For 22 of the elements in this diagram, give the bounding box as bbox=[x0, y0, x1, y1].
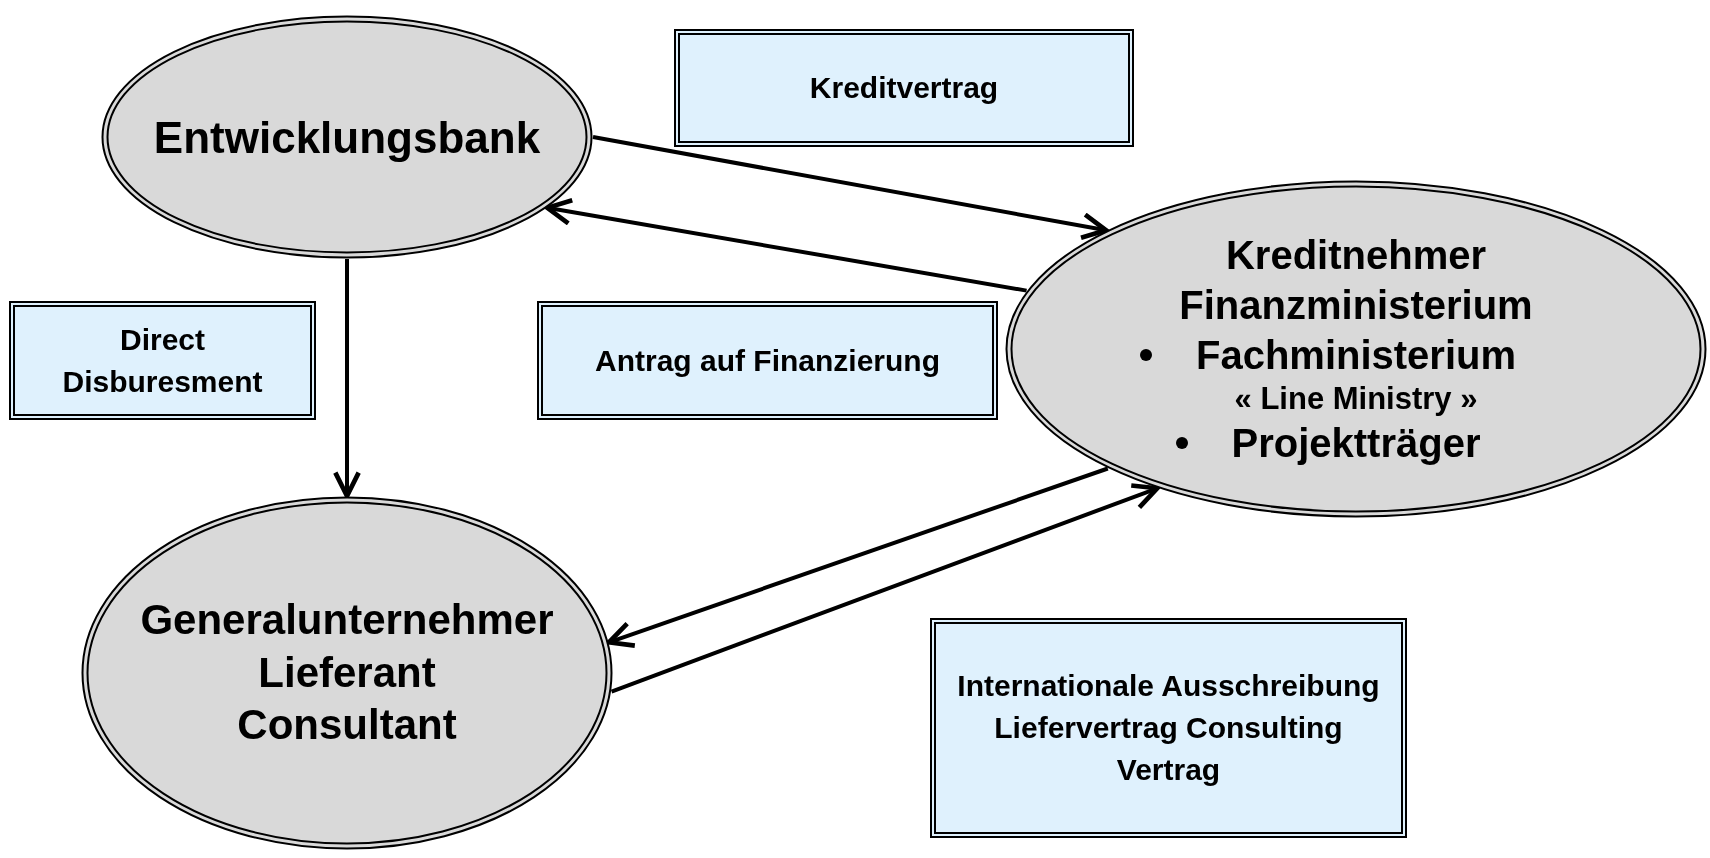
node-label: Consultant bbox=[237, 700, 457, 751]
node-label: Entwicklungsbank bbox=[153, 111, 541, 164]
box-label: Kreditvertrag bbox=[809, 70, 999, 106]
box-label: Direct Disburesment bbox=[61, 321, 264, 400]
box-label: Antrag auf Finanzierung bbox=[595, 342, 940, 379]
text-box bbox=[9, 301, 316, 420]
text-box bbox=[674, 29, 1134, 147]
node-label: « Line Ministry » bbox=[1234, 379, 1478, 418]
node-label: Finanzministerium bbox=[1179, 281, 1533, 329]
arrow bbox=[544, 198, 1027, 293]
node-label: Lieferant bbox=[258, 647, 436, 698]
arrow bbox=[333, 259, 361, 499]
text-box bbox=[537, 301, 998, 420]
arrow bbox=[606, 466, 1109, 648]
bullet-item: Fachministerium bbox=[1195, 331, 1517, 379]
arrow bbox=[610, 483, 1160, 694]
node-label: Kreditnehmer bbox=[1225, 231, 1487, 279]
arrow bbox=[592, 135, 1109, 240]
node-label: Generalunternehmer bbox=[140, 595, 554, 646]
text-box bbox=[930, 618, 1407, 838]
bullet-item: Projektträger bbox=[1231, 420, 1481, 468]
box-label: Internationale Ausschreibung Liefervertrag Consulting Vertrag bbox=[956, 668, 1381, 788]
